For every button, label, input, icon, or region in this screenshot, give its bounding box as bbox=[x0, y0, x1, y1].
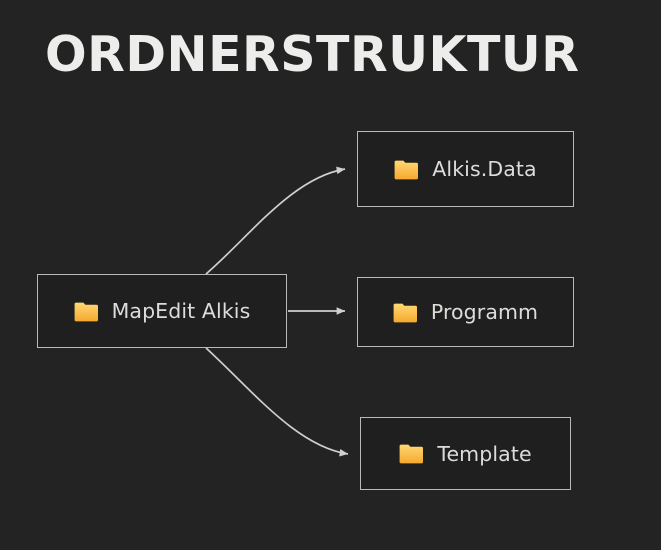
node-programm[interactable]: Programm bbox=[357, 277, 574, 347]
node-content: Programm bbox=[393, 300, 538, 324]
node-content: MapEdit Alkis bbox=[74, 299, 251, 323]
folder-icon bbox=[399, 444, 424, 464]
node-content: Template bbox=[399, 441, 532, 466]
folder-icon bbox=[393, 303, 417, 322]
edge-root-to-template bbox=[205, 347, 349, 457]
node-content: Alkis.Data bbox=[394, 157, 537, 181]
node-label: Programm bbox=[430, 300, 539, 324]
node-template[interactable]: Template bbox=[360, 417, 571, 490]
node-label: Template bbox=[437, 441, 532, 466]
folder-icon bbox=[74, 302, 98, 321]
folder-icon bbox=[394, 160, 419, 179]
page-title: ORDNERSTRUKTUR bbox=[45, 26, 580, 83]
node-label: MapEdit Alkis bbox=[111, 299, 251, 323]
node-label: Alkis.Data bbox=[432, 157, 537, 181]
node-mapedit-alkis[interactable]: MapEdit Alkis bbox=[37, 274, 287, 348]
node-alkis-data[interactable]: Alkis.Data bbox=[357, 131, 574, 207]
edge-root-to-alkis-data bbox=[205, 166, 346, 275]
